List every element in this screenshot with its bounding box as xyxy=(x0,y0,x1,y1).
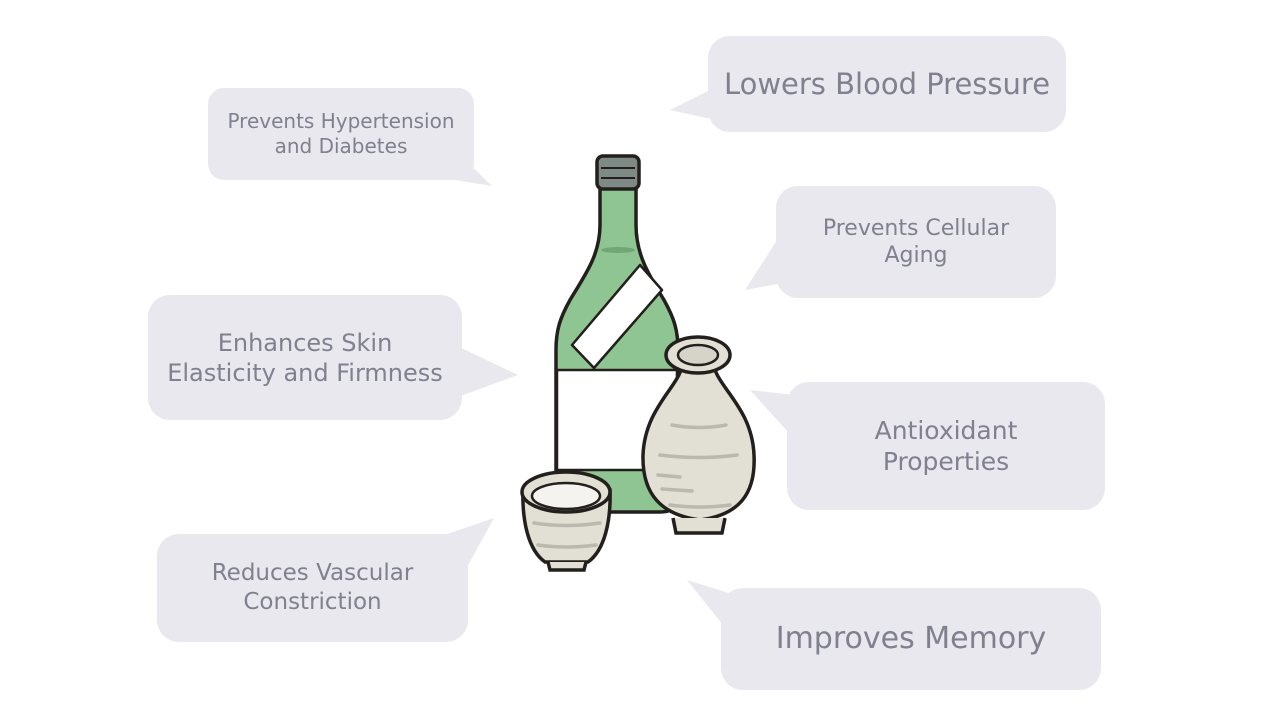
benefit-line-2: Aging xyxy=(884,243,948,268)
benefit-skin: Enhances Skin Elasticity and Firmness xyxy=(148,295,462,420)
benefit-line-1: Prevents Cellular xyxy=(822,215,1010,241)
benefit-vascular: Reduces Vascular Constriction xyxy=(157,534,468,642)
benefit-line-2: Properties xyxy=(882,447,1010,476)
benefit-hypertension: Prevents Hypertension and Diabetes xyxy=(208,88,474,180)
sake-cup xyxy=(520,470,612,572)
benefit-line-2: Constriction xyxy=(243,589,382,615)
sake-flask xyxy=(641,335,756,535)
benefit-line-1: Antioxidant xyxy=(874,415,1018,445)
benefit-line-2: Elasticity and Firmness xyxy=(167,358,443,387)
benefit-line-1: Improves Memory xyxy=(775,621,1047,657)
benefit-line-1: Reduces Vascular xyxy=(211,560,414,587)
benefit-line-1: Enhances Skin xyxy=(217,328,393,357)
benefit-line-1: Prevents Hypertension xyxy=(227,109,455,133)
tail-skin xyxy=(455,345,518,398)
benefit-line-2: and Diabetes xyxy=(274,134,408,158)
benefit-blood-pressure: Lowers Blood Pressure xyxy=(708,36,1066,132)
benefit-antioxidant: Antioxidant Properties xyxy=(787,382,1105,510)
benefit-line-1: Lowers Blood Pressure xyxy=(723,66,1051,101)
benefit-cellular-aging: Prevents Cellular Aging xyxy=(776,186,1056,298)
benefit-memory: Improves Memory xyxy=(721,588,1101,690)
